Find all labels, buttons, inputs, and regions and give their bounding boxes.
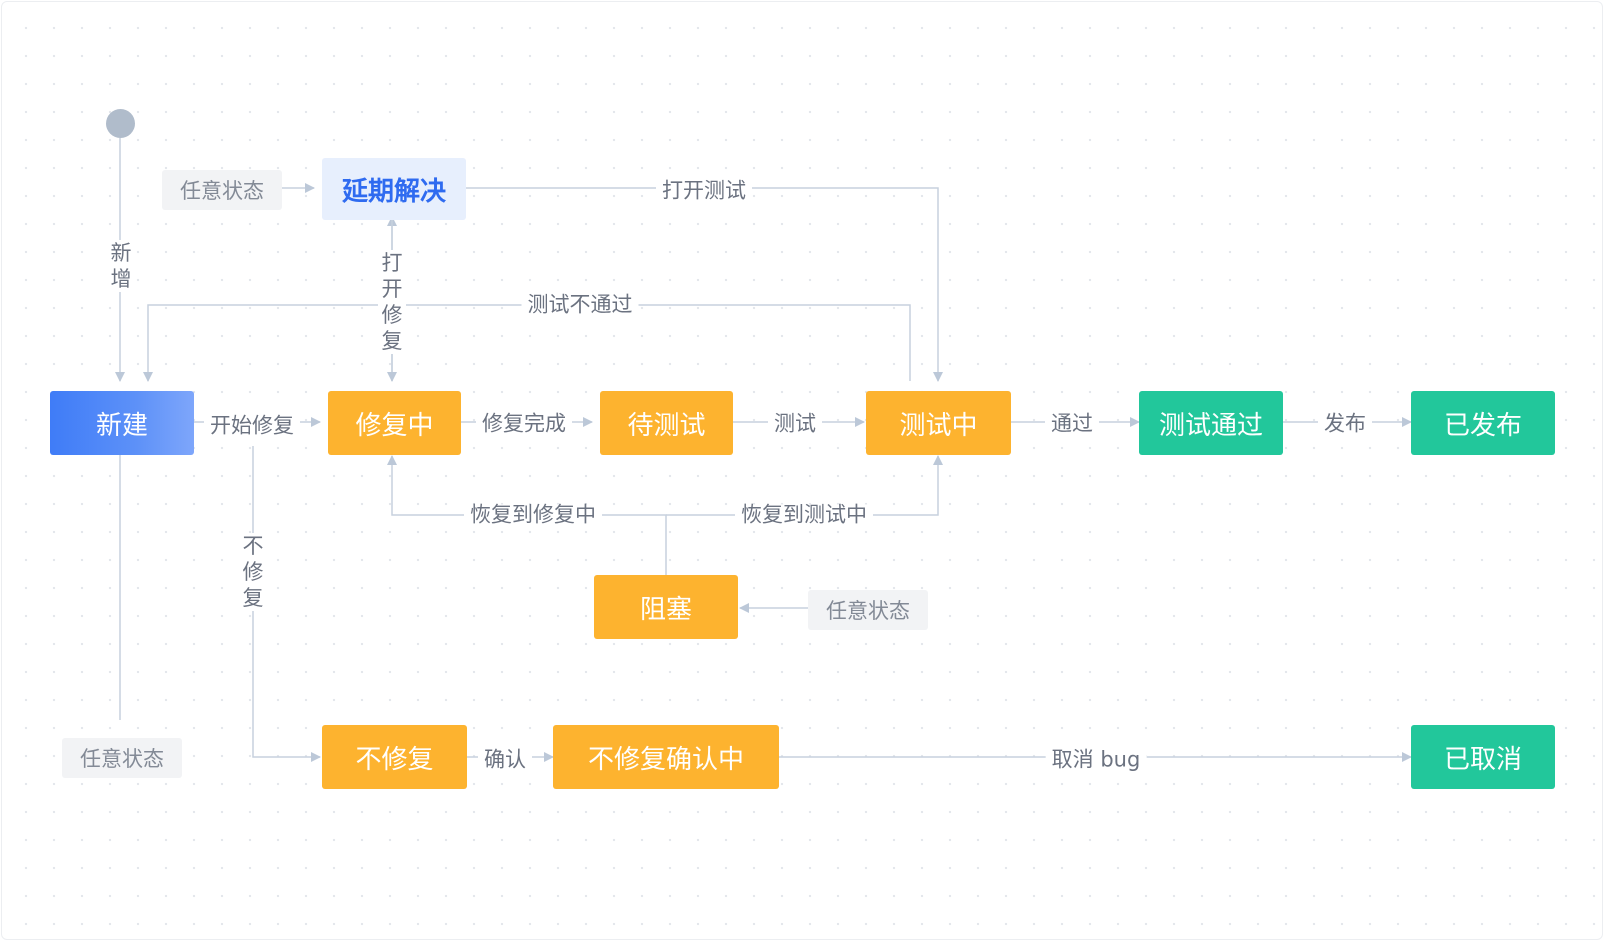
edge-label-open-test: 打开测试 [656,180,752,202]
node-cancelled[interactable]: 已取消 [1411,725,1555,789]
edge-label-char: 新 [110,241,132,265]
node-released[interactable]: 已发布 [1411,391,1555,455]
start-dot [106,109,135,138]
edge-label-restore-fixing: 恢复到修复中 [464,504,602,526]
edge-label-release: 发布 [1318,413,1372,435]
edge-label-char: 打 [381,251,403,275]
edge-label-test: 测试 [768,413,822,435]
node-new[interactable]: 新建 [50,391,194,455]
edge-label-pass: 通过 [1045,413,1099,435]
node-testing[interactable]: 测试中 [866,391,1011,455]
edge-label-confirm: 确认 [478,749,532,771]
edge-label-start-fix: 开始修复 [204,415,300,437]
edge-label-char: 修 [381,303,403,327]
edge-label-char: 复 [242,586,264,610]
edge-label-char: 开 [381,277,403,301]
tag-any-state-bottom: 任意状态 [62,738,182,778]
edge-label-open-fix: 打 开 修 复 [378,250,406,354]
tag-any-state-top: 任意状态 [162,170,282,210]
edge-label-restore-testing: 恢复到测试中 [735,504,873,526]
tag-any-state-blocked: 任意状态 [808,590,928,630]
edge-label-no-fix: 不 修 复 [239,533,267,611]
node-wont-fix-confirming[interactable]: 不修复确认中 [553,725,779,789]
edge-label-cancel-bug: 取消 bug [1045,749,1147,771]
edge-label-test-failed: 测试不通过 [521,294,639,316]
node-wont-fix[interactable]: 不修复 [322,725,467,789]
edge-label-char: 修 [242,560,264,584]
edge-open-test [466,187,943,382]
node-fixing[interactable]: 修复中 [328,391,461,455]
edge-label-char: 复 [381,329,403,353]
edge-label-char: 增 [110,267,132,291]
node-blocked[interactable]: 阻塞 [594,575,738,639]
edge-label-char: 不 [242,534,264,558]
node-deferred[interactable]: 延期解决 [322,158,466,220]
node-test-passed[interactable]: 测试通过 [1139,391,1283,455]
edge-label-fix-done: 修复完成 [476,413,572,435]
node-to-test[interactable]: 待测试 [600,391,733,455]
edge-label-create: 新 增 [107,240,135,292]
